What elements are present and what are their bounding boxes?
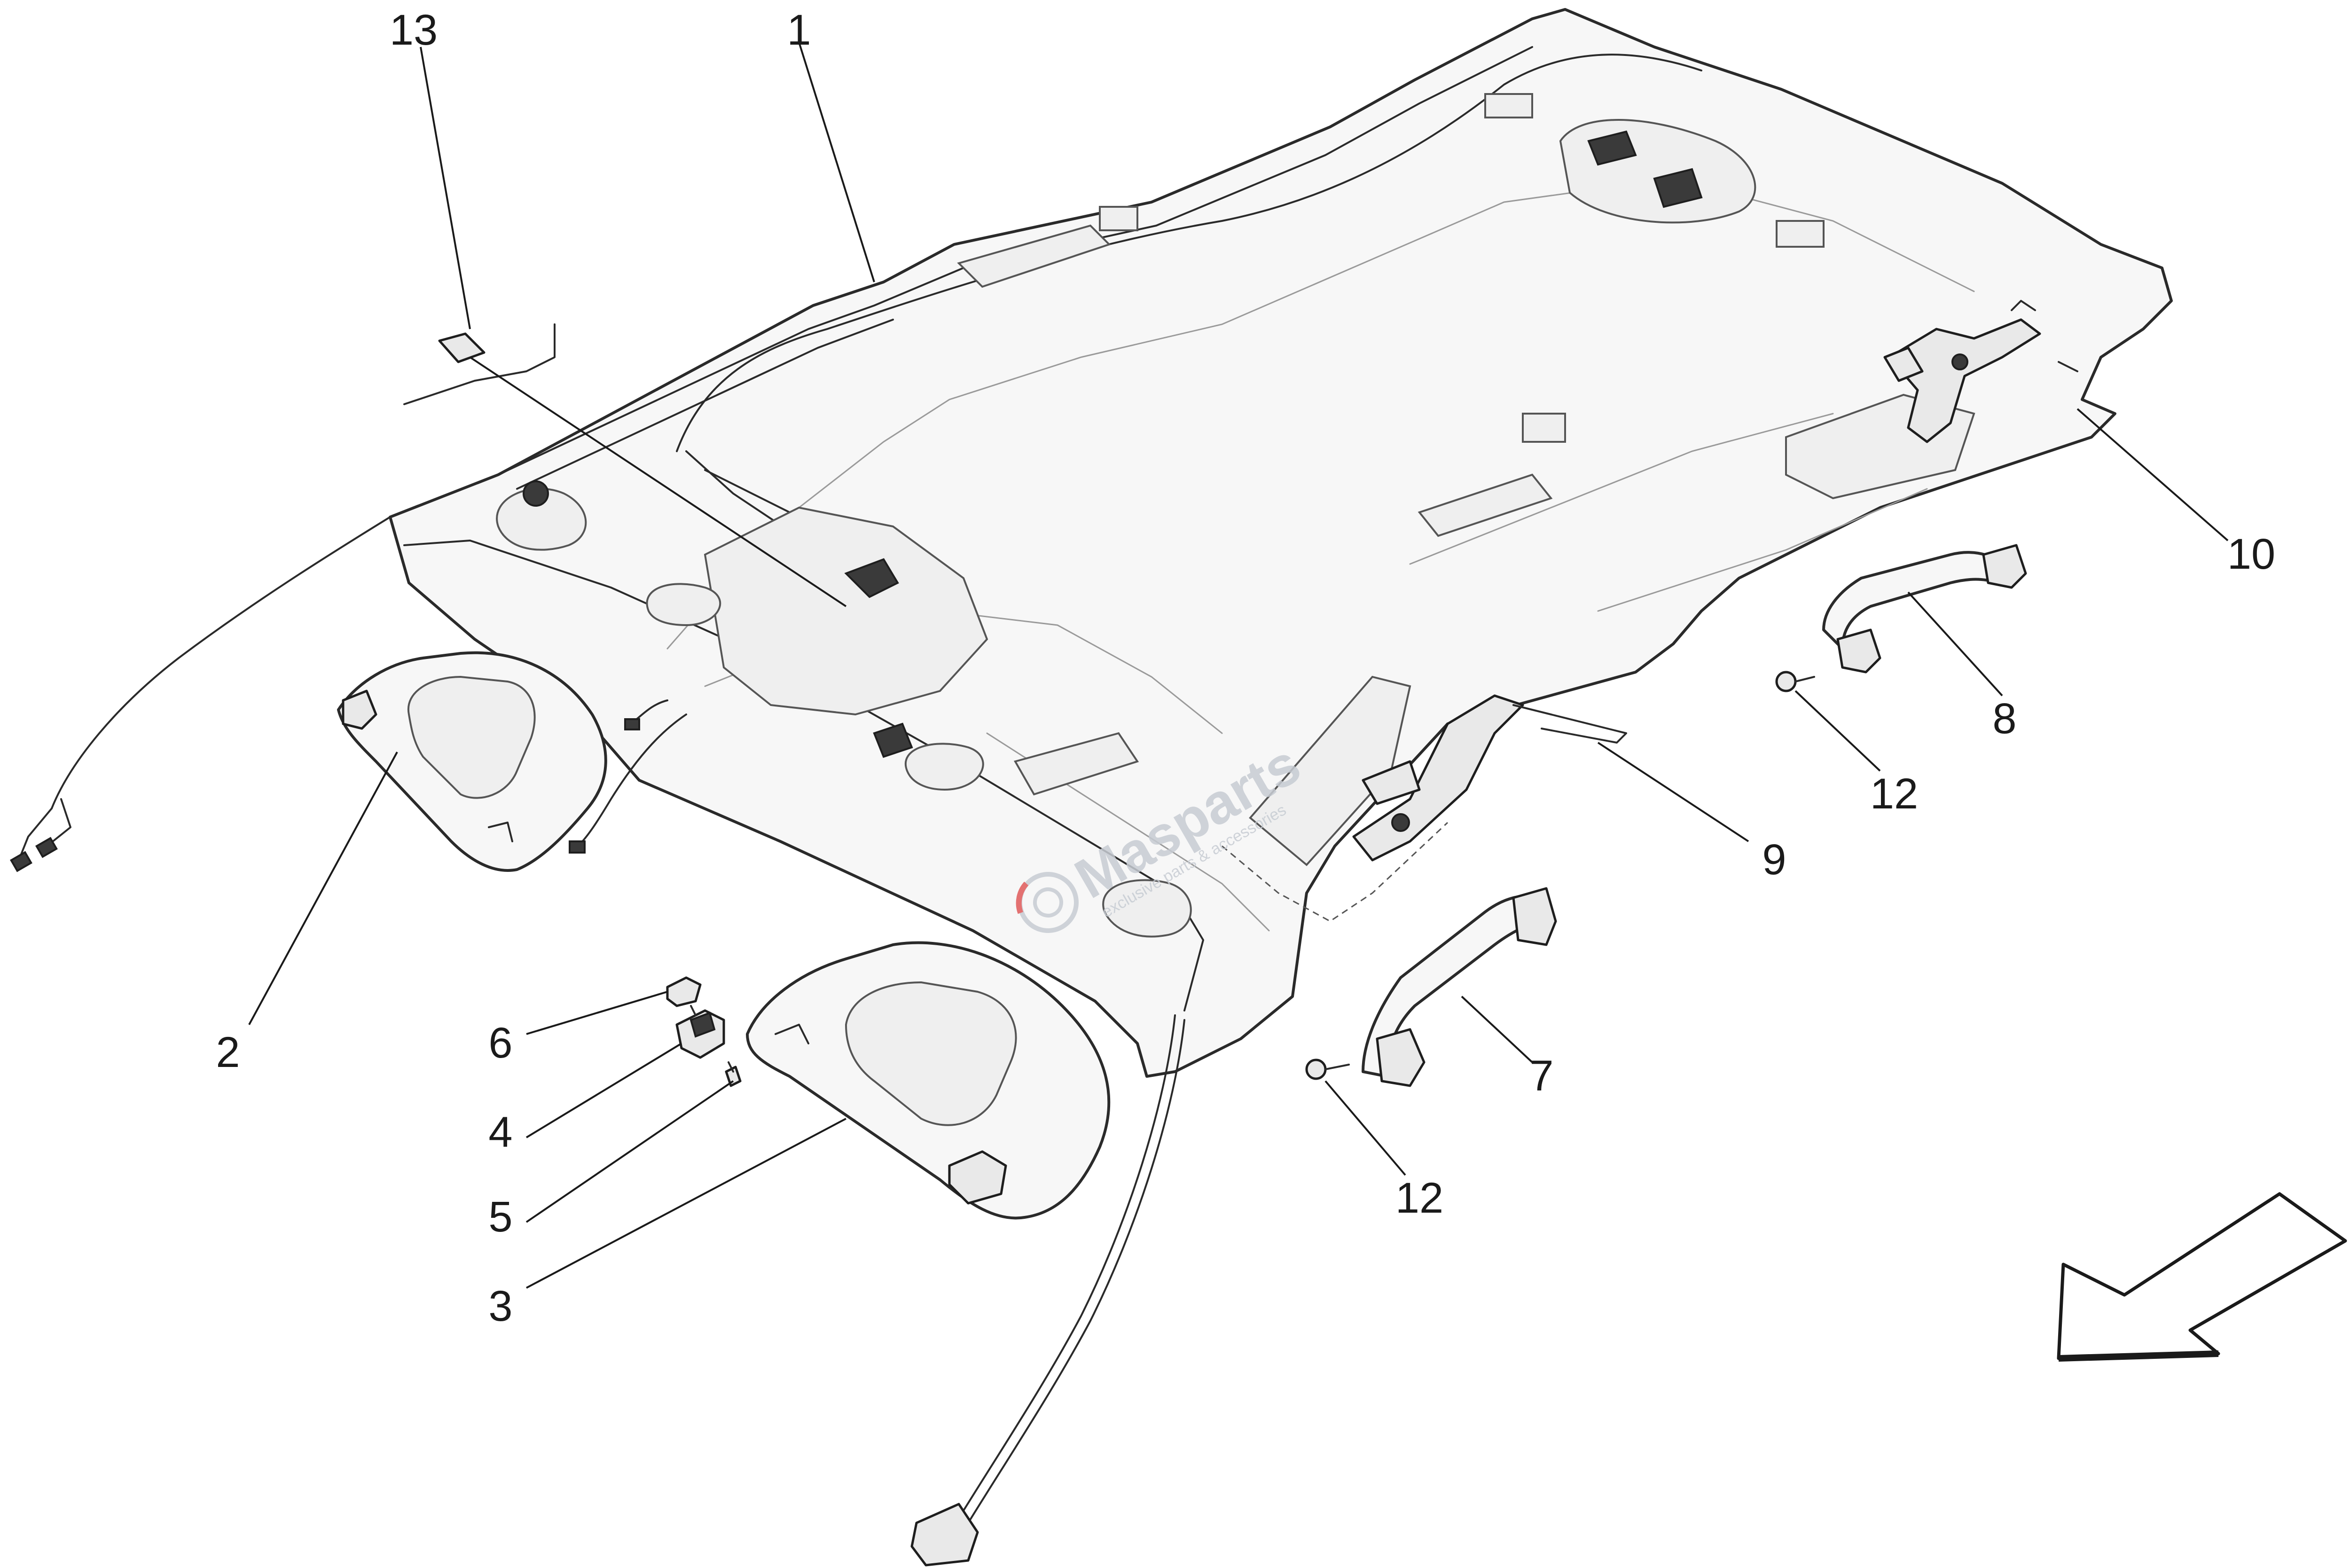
a-pillar-wire-lead [910, 1014, 1185, 1567]
leader-lines [248, 42, 2229, 1289]
callout-6: 6 [488, 1019, 512, 1067]
callout-5: 5 [488, 1193, 512, 1241]
gear-logo-icon [1016, 872, 1079, 933]
callout-8: 8 [1992, 695, 2016, 743]
arrow-down-left-icon [2057, 1192, 2347, 1362]
grab-handle-part-7 [1362, 887, 1557, 1087]
callout-3: 3 [488, 1282, 512, 1330]
grab-handle-part-8 [1822, 544, 2027, 674]
callout-9: 9 [1762, 836, 1786, 884]
callout-12a: 12 [1870, 770, 1918, 818]
left-wire-lead [10, 516, 391, 872]
callout-2: 2 [216, 1028, 240, 1076]
screw-part-5 [725, 1061, 742, 1087]
callout-13: 13 [390, 6, 438, 54]
bracket-part-10 [1883, 300, 2078, 443]
callout-4: 4 [488, 1108, 512, 1156]
callout-10: 10 [2227, 530, 2275, 578]
callout-12b: 12 [1395, 1174, 1443, 1222]
headliner-panel [389, 8, 2173, 1078]
screw-part-12b [1305, 1058, 1350, 1080]
screw-part-12a [1775, 671, 1815, 692]
callout-1: 1 [787, 6, 811, 54]
cover-cap-part-6 [666, 976, 702, 1016]
mid-wire-lead [569, 699, 687, 854]
clip-part-13 [403, 323, 556, 405]
bracket-part-9 [1352, 694, 1627, 862]
callout-7: 7 [1529, 1052, 1553, 1100]
visor-clip-part-4 [675, 1009, 725, 1059]
sun-visor-left [337, 651, 607, 872]
sun-visor-right [746, 941, 1111, 1220]
callout-labels: 1 13 2 6 4 5 3 7 12 8 12 9 10 [216, 6, 2275, 1330]
